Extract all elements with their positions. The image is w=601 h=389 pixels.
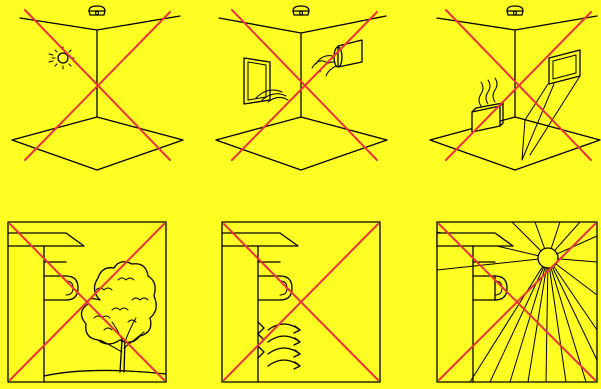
window-icon [522, 50, 580, 160]
panel-heater-window [430, 6, 600, 170]
sun-ray [528, 258, 548, 382]
panel-ceiling-spotlight [12, 6, 183, 170]
wind-icon [258, 322, 300, 369]
cross-mark-icon [446, 10, 591, 160]
sun-ray [437, 258, 548, 270]
room-corner [216, 16, 387, 170]
roof-overhang [437, 233, 513, 382]
sun-ray [546, 258, 548, 382]
smoke-detector-icon [89, 6, 105, 15]
cross-mark-icon [439, 224, 595, 380]
sun-ray [548, 258, 597, 330]
cross-mark-icon [224, 224, 378, 380]
panel-outdoor-tree [8, 222, 166, 382]
roof-overhang [8, 233, 84, 382]
sun-ray [548, 258, 586, 382]
room-corner [430, 16, 600, 170]
smoke-detector-icon [507, 6, 523, 15]
panel-air-vent-window [216, 6, 387, 170]
panel-outdoor-wind [222, 222, 380, 382]
smoke-detector-icon [293, 6, 309, 15]
window-icon [244, 58, 288, 104]
cross-mark-icon [10, 224, 164, 380]
heater-icon [472, 78, 503, 132]
panel-outdoor-sun [437, 222, 597, 382]
